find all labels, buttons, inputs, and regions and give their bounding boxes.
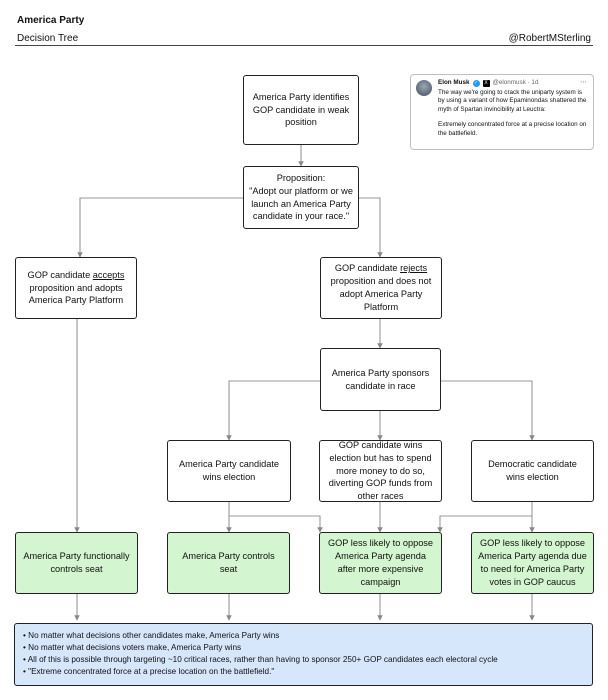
summary-item: No matter what decisions voters make, Am… bbox=[23, 642, 584, 654]
header-divider bbox=[15, 45, 593, 46]
avatar bbox=[416, 80, 432, 96]
more-options-icon[interactable]: ⋯ bbox=[580, 79, 587, 86]
accepts-suffix: proposition and adopts America Party Pla… bbox=[28, 282, 124, 306]
node-controls-seat: America Party controls seat bbox=[167, 532, 290, 594]
node-label: GOP less likely to oppose America Party … bbox=[478, 538, 587, 587]
node-label: America Party controls seat bbox=[182, 551, 275, 574]
node-less-likely-caucus: GOP less likely to oppose America Party … bbox=[471, 532, 594, 594]
node-label: America Party functionally controls seat bbox=[23, 551, 130, 574]
summary-item: No matter what decisions other candidate… bbox=[23, 630, 584, 642]
node-functionally-controls: America Party functionally controls seat bbox=[15, 532, 138, 594]
tweet-paragraph: Extremely concentrated force at a precis… bbox=[438, 121, 587, 137]
tweet-handle-time: @elonmusk · 1d bbox=[492, 79, 539, 86]
x-logo-icon: X bbox=[482, 79, 490, 87]
rejects-keyword: rejects bbox=[400, 263, 428, 274]
edge-proposition-rejects bbox=[359, 197, 383, 258]
node-gop-rejects: GOP candidate rejects proposition and do… bbox=[320, 257, 442, 319]
summary-item: All of this is possible through targetin… bbox=[23, 654, 584, 666]
tweet-author-name: Elon Musk bbox=[438, 79, 470, 86]
accepts-prefix: GOP candidate bbox=[27, 269, 93, 280]
edge-sponsors-apwins bbox=[226, 380, 320, 441]
diagram-subtitle: Decision Tree bbox=[17, 33, 79, 44]
node-ap-sponsors: America Party sponsors candidate in race bbox=[320, 348, 441, 411]
node-label: GOP less likely to oppose America Party … bbox=[327, 538, 434, 587]
summary-box: No matter what decisions other candidate… bbox=[14, 623, 593, 686]
accepts-keyword: accepts bbox=[92, 269, 125, 280]
node-label: Democratic candidate wins election bbox=[488, 459, 577, 482]
node-gop-accepts: GOP candidate accepts proposition and ad… bbox=[15, 257, 137, 319]
author-handle: @RobertMSterling bbox=[508, 33, 591, 44]
proposition-heading: Proposition: bbox=[276, 172, 326, 183]
node-ap-wins: America Party candidate wins election bbox=[167, 440, 291, 502]
node-label: GOP candidate wins election but has to s… bbox=[328, 439, 433, 502]
node-proposition: Proposition: "Adopt our platform or we l… bbox=[243, 166, 359, 229]
rejects-prefix: GOP candidate bbox=[334, 263, 401, 274]
node-less-likely-expensive: GOP less likely to oppose America Party … bbox=[319, 532, 442, 594]
proposition-text: "Adopt our platform or we launch an Amer… bbox=[249, 185, 353, 222]
node-identify-gop-candidate: America Party identifies GOP candidate i… bbox=[243, 75, 359, 145]
node-label: America Party sponsors candidate in race bbox=[331, 367, 430, 391]
quoted-tweet-card[interactable]: Elon Musk ✓ X @elonmusk · 1d ⋯ The way w… bbox=[410, 74, 594, 150]
diagram-title: America Party bbox=[17, 15, 85, 26]
node-label: America Party candidate wins election bbox=[178, 459, 280, 482]
verified-check-icon: ✓ bbox=[472, 79, 480, 87]
rejects-suffix: proposition and does not adopt America P… bbox=[330, 276, 432, 312]
summary-item: "Extreme concentrated force at a precise… bbox=[23, 666, 584, 678]
edge-demwins-expensive bbox=[437, 515, 532, 533]
edge-sponsors-demwins bbox=[440, 380, 535, 441]
tweet-paragraph: The way we're going to crack the unipart… bbox=[438, 88, 587, 113]
node-label: America Party identifies GOP candidate i… bbox=[252, 91, 350, 128]
edge-proposition-accepts bbox=[77, 197, 243, 258]
node-dem-wins: Democratic candidate wins election bbox=[471, 440, 594, 502]
edge-apwins-expensive bbox=[229, 515, 323, 533]
node-gop-wins: GOP candidate wins election but has to s… bbox=[319, 440, 442, 502]
